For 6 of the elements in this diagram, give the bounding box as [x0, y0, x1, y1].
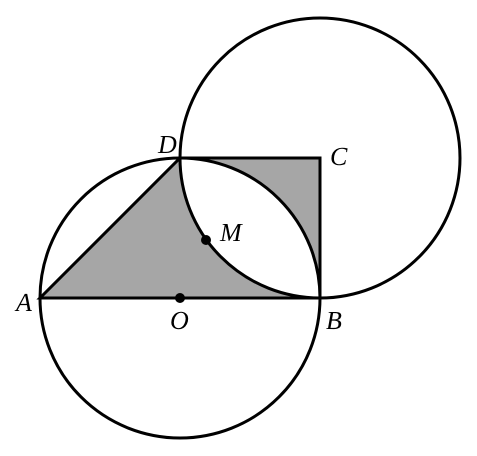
point-label: A: [16, 290, 32, 316]
point-label: C: [330, 144, 348, 170]
point-label: M: [220, 220, 242, 246]
point-label: B: [326, 308, 342, 334]
point-label: O: [170, 308, 189, 334]
point-label: D: [158, 132, 177, 158]
